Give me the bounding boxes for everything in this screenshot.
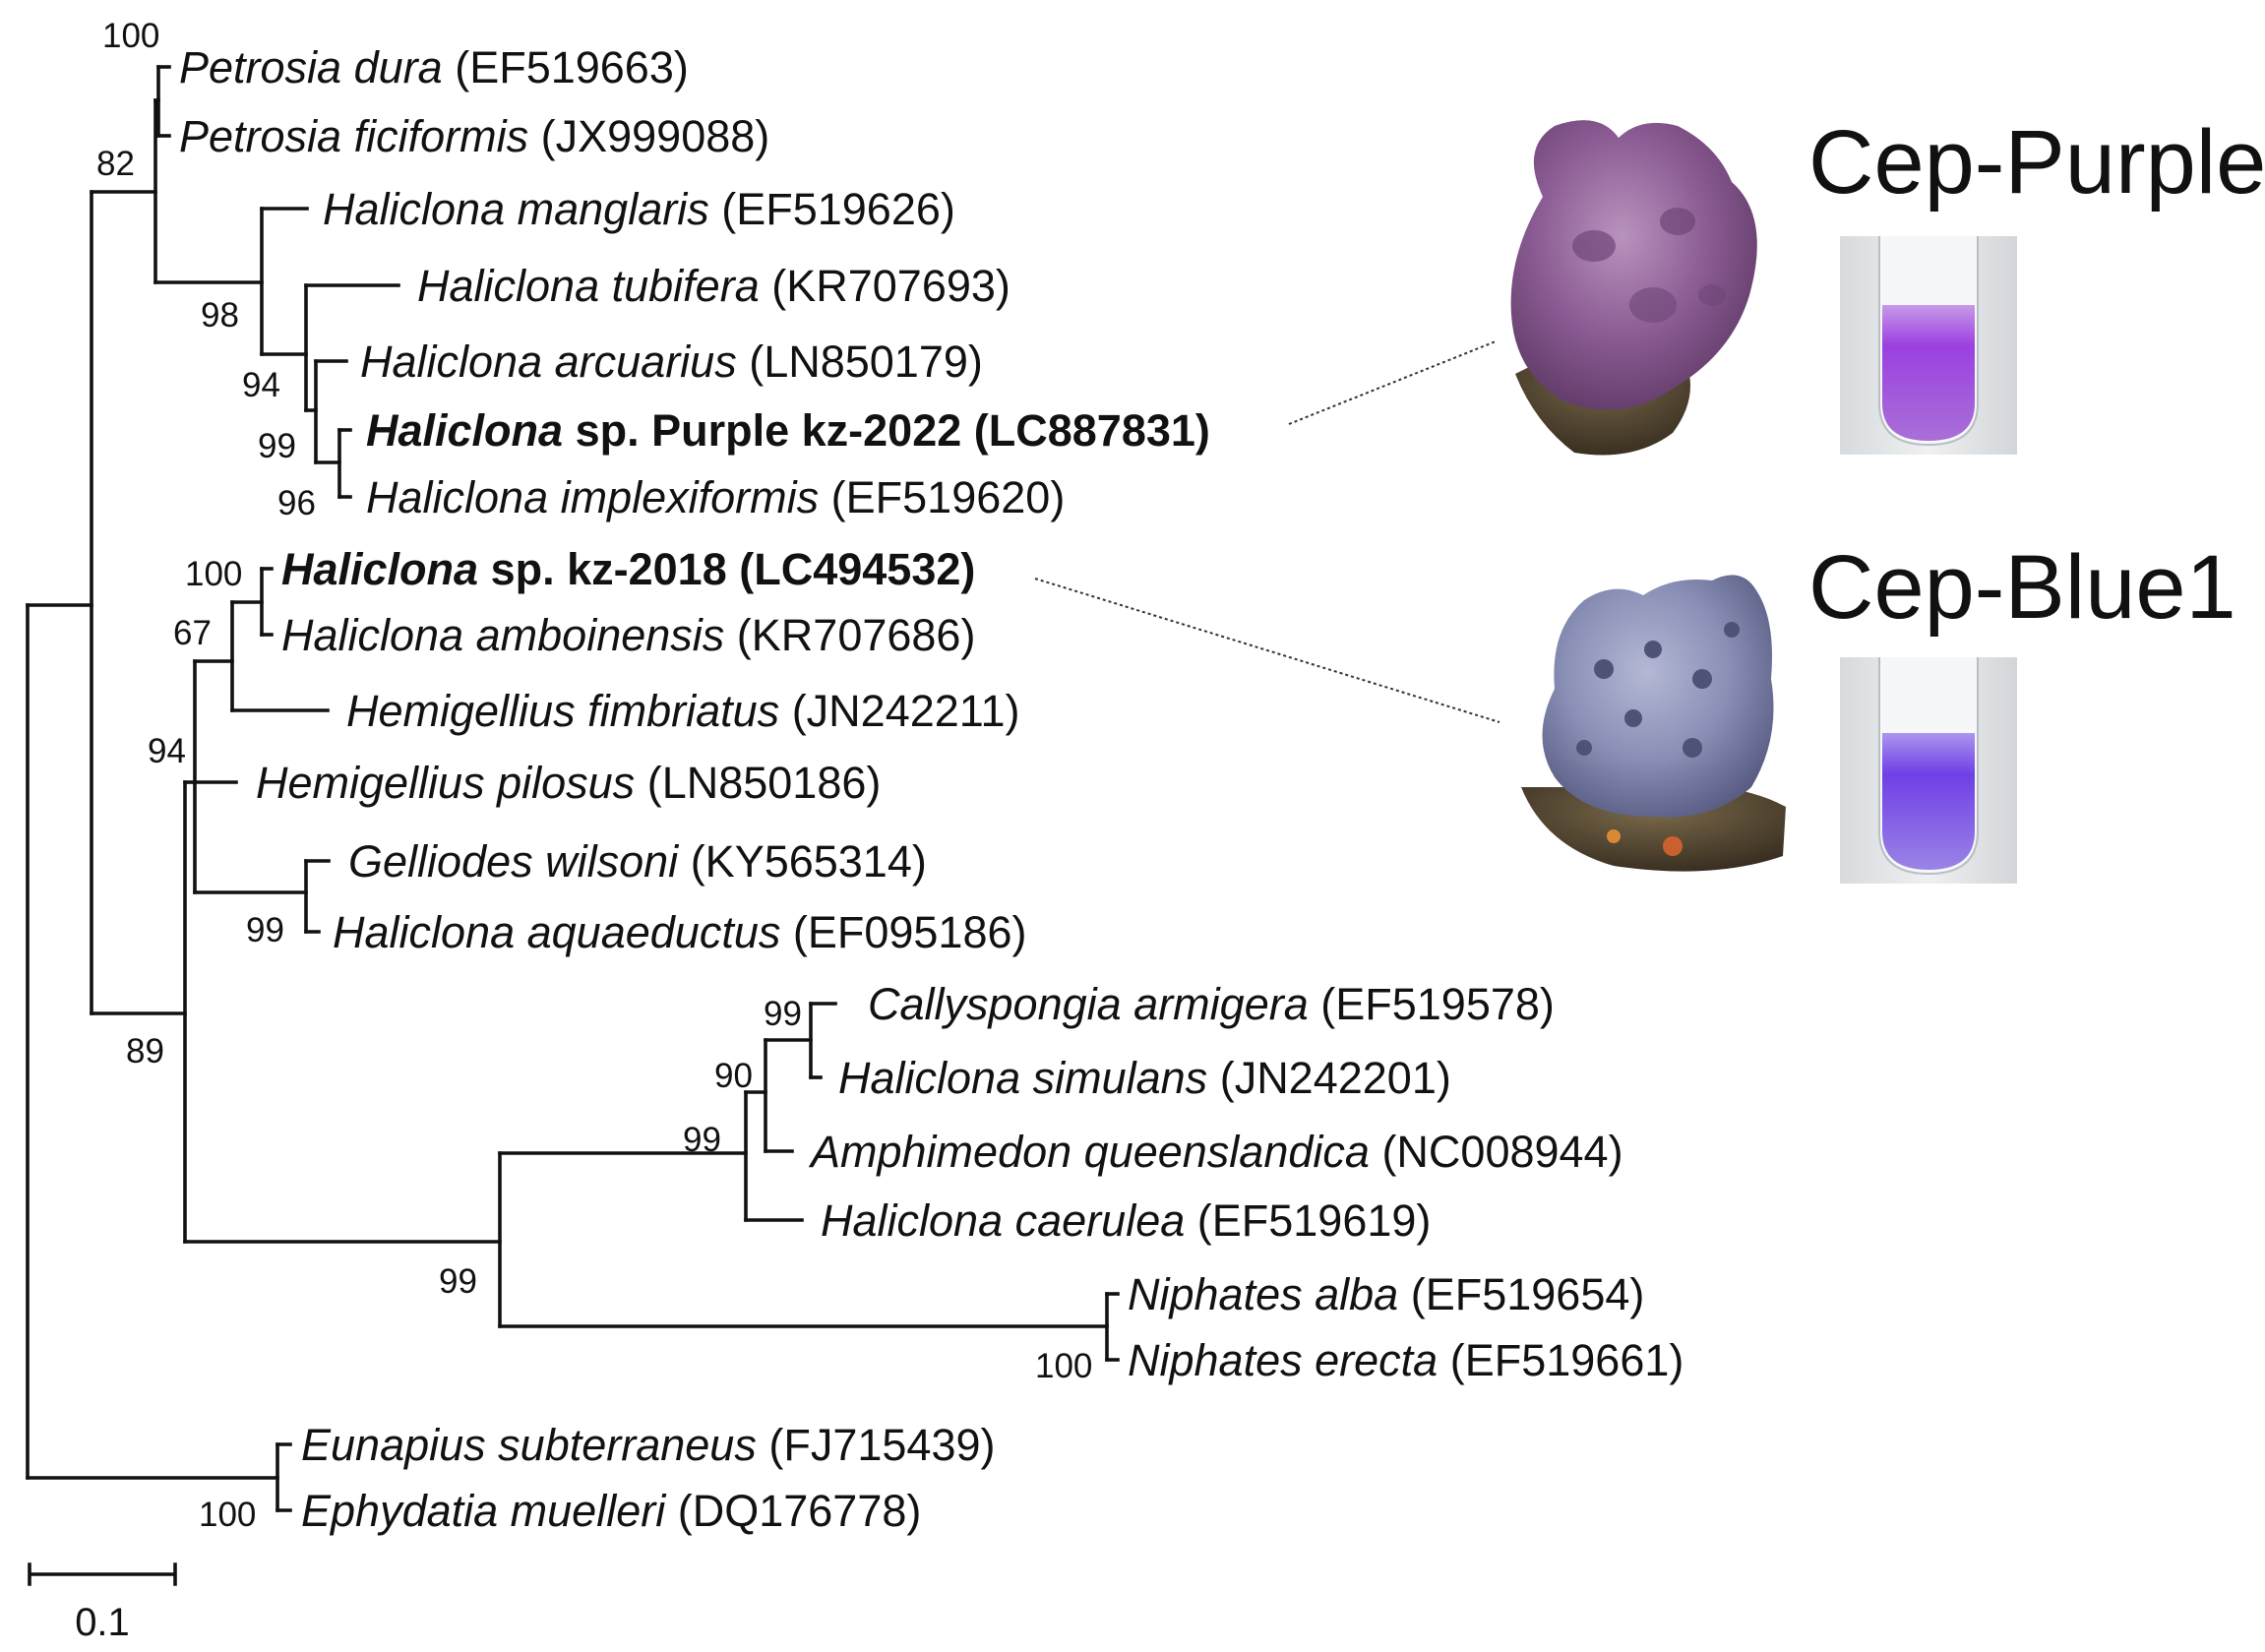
taxon-label: Haliclona arcuarius (LN850179) (360, 337, 983, 387)
scale-bar-line (28, 1562, 177, 1586)
taxon-label: Haliclona implexiformis (EF519620) (366, 472, 1065, 522)
taxon-label: Haliclona simulans (JN242201) (838, 1053, 1451, 1103)
support-value: 96 (277, 484, 316, 522)
taxon-label: Haliclona amboinensis (KR707686) (281, 610, 975, 660)
taxon-label: Callyspongia armigera (EF519578) (868, 979, 1555, 1029)
taxon-label: Petrosia ficiformis (JX999088) (179, 111, 769, 161)
taxon-label: Hemigellius pilosus (LN850186) (256, 758, 881, 808)
taxon-label: Haliclona aquaeductus (EF095186) (333, 907, 1027, 957)
connector-blue (1034, 578, 1500, 723)
tree-branches (26, 65, 1120, 1512)
support-value: 100 (185, 555, 242, 593)
taxon-label: Ephydatia muelleri (DQ176778) (301, 1486, 921, 1536)
purple-extract-tube (1840, 236, 2017, 455)
support-value: 99 (439, 1262, 477, 1301)
support-value: 98 (201, 296, 239, 335)
support-value: 99 (683, 1121, 721, 1159)
taxon-label: Haliclona tubifera (KR707693) (417, 261, 1010, 311)
taxon-label-highlight-purple: Haliclona sp. Purple kz-2022 (LC887831) (366, 405, 1210, 456)
support-value: 100 (1035, 1347, 1092, 1385)
taxon-label: Eunapius subterraneus (FJ715439) (301, 1420, 995, 1470)
scale-bar-label: 0.1 (75, 1601, 130, 1644)
support-value: 94 (148, 732, 186, 770)
support-value: 67 (173, 614, 212, 652)
sample-title: Cep-Blue1 (1808, 537, 2236, 638)
support-value: 100 (199, 1496, 256, 1534)
taxon-label: Haliclona caerulea (EF519619) (821, 1195, 1431, 1246)
taxon-label: Amphimedon queenslandica (NC008944) (808, 1127, 1623, 1177)
sample-cep-purple1: Cep-Purple1 (1510, 112, 2265, 456)
taxon-label: Petrosia dura (EF519663) (179, 42, 689, 92)
taxon-labels: Petrosia dura (EF519663) Petrosia ficifo… (179, 42, 1683, 1536)
support-value: 89 (126, 1032, 164, 1071)
taxon-label: Gelliodes wilsoni (KY565314) (348, 836, 927, 887)
blue-sponge-photo (1521, 575, 1786, 872)
taxon-label: Hemigellius fimbriatus (JN242211) (346, 686, 1019, 736)
support-value: 94 (242, 366, 280, 404)
taxon-label-highlight-blue: Haliclona sp. kz-2018 (LC494532) (281, 544, 975, 594)
connector-purple (1288, 340, 1497, 425)
taxon-label: Niphates erecta (EF519661) (1128, 1335, 1683, 1385)
support-value: 99 (764, 995, 802, 1033)
support-value: 99 (258, 427, 296, 465)
purple-sponge-photo (1510, 120, 1757, 456)
support-values: 100 82 98 94 99 96 100 67 94 99 89 99 90… (96, 17, 1092, 1534)
taxon-label: Niphates alba (EF519654) (1128, 1269, 1644, 1319)
support-value: 82 (96, 145, 135, 183)
scale-bar: 0.1 (28, 1562, 177, 1644)
sample-title: Cep-Purple1 (1808, 112, 2265, 213)
support-value: 99 (246, 911, 284, 949)
blue-extract-tube (1840, 657, 2017, 884)
taxon-label: Haliclona manglaris (EF519626) (323, 184, 955, 234)
support-value: 100 (102, 17, 159, 55)
sample-cep-blue1: Cep-Blue1 (1521, 537, 2236, 884)
support-value: 90 (714, 1057, 753, 1095)
